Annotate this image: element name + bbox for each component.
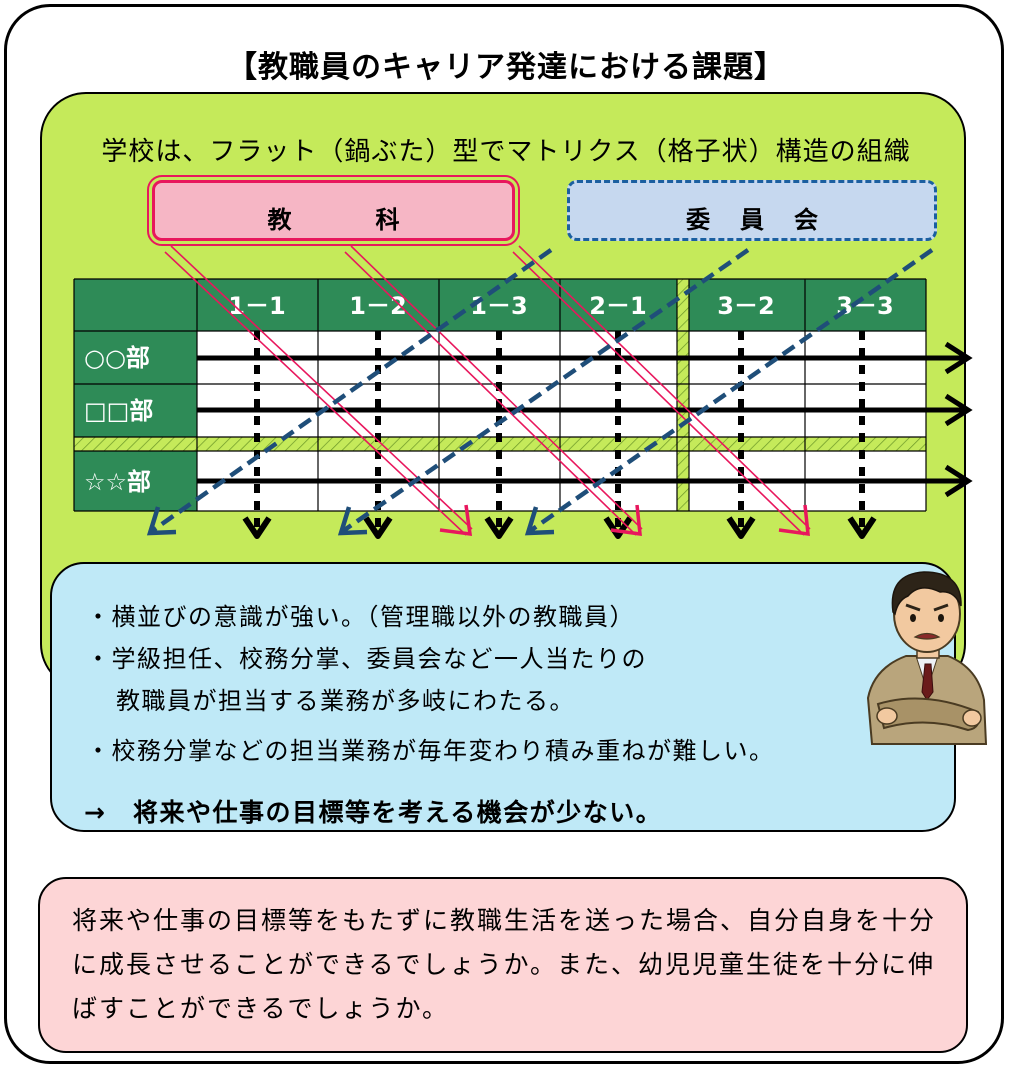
subject-box (147, 175, 520, 246)
matrix-column-highlight (677, 279, 689, 511)
page-title: 【教職員のキャリア発達における課題】 (227, 50, 785, 85)
committee-box (567, 180, 937, 241)
bullet-1: ・横並びの意識が強い。（管理職以外の教職員） (86, 603, 635, 631)
conclusion: → 将来や仕事の目標等を考える機会が少ない。 (84, 798, 663, 827)
committee-arrows (150, 248, 934, 533)
subject-box-label: 教 科 (267, 206, 430, 234)
organization-subtitle: 学校は、フラット（鍋ぶた）型でマトリクス（格子状）構造の組織 (101, 137, 911, 167)
reflection-panel (38, 877, 968, 1053)
matrix-row-label-column (74, 331, 197, 511)
column-header-5: 3－2 (717, 292, 774, 320)
bullet-2-continued: 教職員が担当する業務が多岐にわたる。 (116, 687, 575, 715)
teacher-illustration-figure (866, 571, 988, 745)
committee-box-label: 委員会 (686, 206, 848, 234)
column-header-4: 2－1 (589, 292, 646, 320)
column-header-6: 3－3 (836, 292, 893, 320)
row-header-3: ☆☆部 (84, 468, 151, 496)
row-header-1: ○○部 (84, 344, 150, 372)
subject-arrows (164, 245, 811, 537)
reflection-text: 将来や仕事の目標等をもたずに教職生活を送った場合、自分自身を十分に成長させること… (72, 906, 937, 1023)
issues-panel (50, 562, 956, 832)
column-header-3: 1－3 (470, 292, 527, 320)
bullet-2: ・学級担任、校務分掌、委員会など一人当たりの (86, 645, 647, 673)
column-arrows (242, 331, 877, 539)
column-header-2: 1－2 (349, 292, 406, 320)
committee-arrowheads (146, 506, 555, 536)
bullet-3: ・校務分掌などの担当業務が毎年変わり積み重ねが難しい。 (86, 737, 775, 765)
row-header-2: □□部 (84, 397, 153, 425)
column-header-1: 1－1 (228, 292, 285, 320)
